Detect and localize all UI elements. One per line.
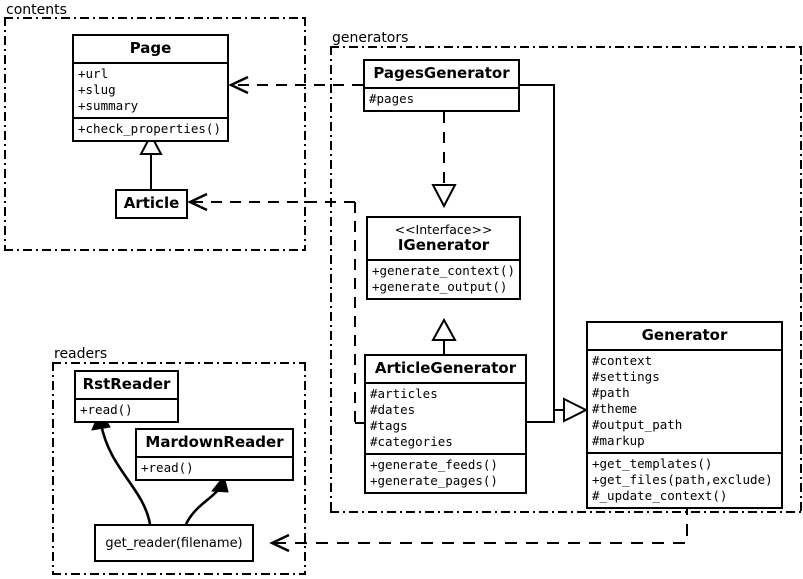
edge-generator-to-getreader — [274, 503, 688, 544]
class-articlegenerator[interactable]: ArticleGenerator #articles #dates #tags … — [364, 354, 527, 495]
class-generator-name: Generator — [641, 326, 728, 344]
class-article[interactable]: Article — [115, 189, 188, 220]
class-generator-methods: +get_templates() +get_files(path,exclude… — [588, 452, 781, 507]
class-igenerator-methods: +generate_context() +generate_output() — [368, 259, 519, 298]
attribute: #settings — [592, 369, 660, 385]
edge-getreader-to-mardownreader — [184, 489, 220, 525]
attribute: #pages — [369, 91, 415, 107]
method: +get_templates() — [592, 456, 713, 472]
function-get-reader[interactable]: get_reader(filename) — [94, 524, 254, 562]
method: +generate_context() — [372, 263, 515, 279]
package-readers-border-right — [304, 362, 306, 575]
arrowhead-hollow-triangle-page — [139, 132, 163, 155]
arrowhead-hollow-triangle-generator — [563, 397, 589, 423]
class-pagesgenerator-attributes: #pages — [365, 87, 518, 110]
class-page[interactable]: Page +url +slug +summary +check_properti… — [72, 34, 229, 143]
class-igenerator-stereotype: <<Interface>> — [394, 222, 493, 237]
class-rstreader-methods: +read() — [76, 398, 177, 421]
function-get-reader-label: get_reader(filename) — [105, 535, 243, 551]
package-contents-border-right — [304, 17, 306, 251]
package-readers-border-bottom — [52, 573, 306, 575]
class-articlegenerator-methods: +generate_feeds() +generate_pages() — [366, 453, 525, 492]
package-generators-border-bottom — [330, 511, 802, 513]
package-generators-border-top — [330, 46, 802, 48]
arrowhead-hollow-triangle-igenerator-top — [431, 184, 457, 209]
attribute: #theme — [592, 401, 638, 417]
arrowhead-open-page — [228, 75, 249, 95]
class-articlegenerator-name: ArticleGenerator — [374, 359, 517, 377]
attribute: +slug — [78, 82, 116, 98]
package-generators-label: generators — [332, 30, 409, 46]
package-contents-label: contents — [6, 2, 67, 18]
edge-pagesgenerator-to-generator — [520, 84, 564, 411]
class-articlegenerator-attributes: #articles #dates #tags #categories — [366, 382, 525, 453]
package-generators-border-left — [330, 46, 332, 513]
class-igenerator-header: <<Interface>> IGenerator — [368, 218, 519, 259]
method: +read() — [141, 460, 194, 476]
class-page-attributes: +url +slug +summary — [74, 62, 227, 117]
package-generators-border-right — [800, 46, 802, 513]
attribute: #output_path — [592, 417, 683, 433]
method: +generate_pages() — [370, 473, 498, 489]
package-readers-border-top — [52, 362, 306, 364]
class-mardownreader-name: MardownReader — [145, 433, 284, 451]
package-contents-border-left — [4, 17, 6, 251]
class-page-name: Page — [129, 39, 172, 57]
attribute: #markup — [592, 433, 645, 449]
package-contents — [4, 17, 306, 251]
edge-articlegenerator-to-generator — [527, 410, 555, 423]
class-generator[interactable]: Generator #context #settings #path #them… — [586, 321, 783, 510]
package-contents-border-top — [4, 17, 306, 19]
class-generator-attributes: #context #settings #path #theme #output_… — [588, 349, 781, 452]
package-readers-label: readers — [54, 346, 108, 362]
attribute: #context — [592, 353, 653, 369]
attribute: #categories — [370, 434, 453, 450]
attribute: +url — [78, 66, 109, 82]
method: #_update_context() — [592, 488, 728, 504]
package-readers-border-left — [52, 362, 54, 575]
class-igenerator-name: IGenerator — [397, 236, 490, 254]
package-readers — [52, 362, 306, 575]
edge-getreader-to-rstreader — [99, 423, 152, 525]
class-pagesgenerator[interactable]: PagesGenerator #pages — [363, 59, 520, 113]
attribute: #path — [592, 385, 630, 401]
class-rstreader[interactable]: RstReader +read() — [74, 370, 179, 424]
attribute: #articles — [370, 386, 438, 402]
package-generators — [330, 46, 802, 513]
method: +read() — [80, 402, 133, 418]
attribute: #tags — [370, 418, 408, 434]
class-rstreader-name: RstReader — [82, 375, 171, 393]
class-page-methods: +check_properties() — [74, 117, 227, 140]
class-igenerator[interactable]: <<Interface>> IGenerator +generate_conte… — [366, 216, 521, 301]
class-mardownreader[interactable]: MardownReader +read() — [135, 428, 294, 482]
class-mardownreader-methods: +read() — [137, 456, 292, 479]
attribute: +summary — [78, 98, 139, 114]
attribute: #dates — [370, 402, 416, 418]
method: +generate_feeds() — [370, 457, 498, 473]
arrowhead-open-getreader — [269, 533, 290, 553]
method: +get_files(path,exclude) — [592, 472, 773, 488]
method: +check_properties() — [78, 121, 221, 137]
arrowhead-open-article — [187, 192, 208, 212]
arrowhead-hollow-triangle-igenerator-bottom — [431, 317, 457, 341]
method: +generate_output() — [372, 279, 508, 295]
class-pagesgenerator-name: PagesGenerator — [373, 64, 510, 82]
package-contents-border-bottom — [4, 249, 306, 251]
class-article-name: Article — [123, 194, 180, 212]
